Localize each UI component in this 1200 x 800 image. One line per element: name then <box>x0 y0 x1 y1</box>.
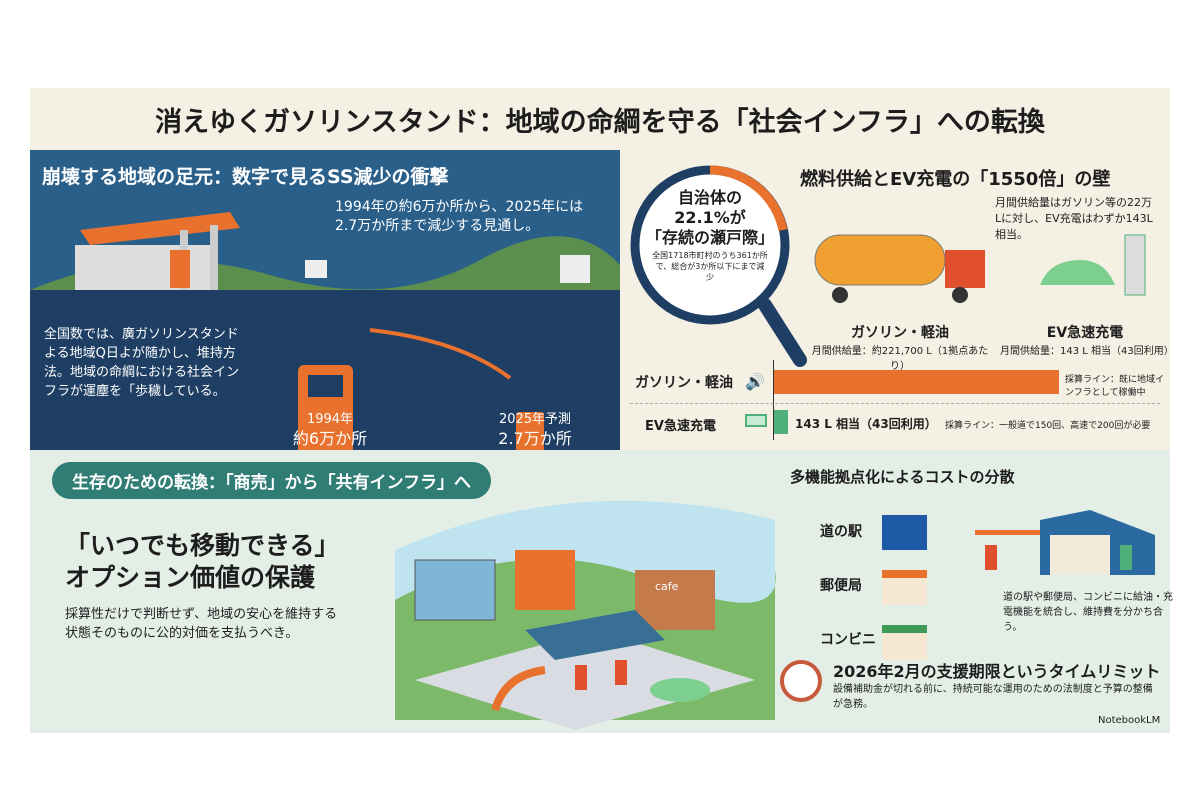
fuel-vs-ev-panel: 自治体の 22.1%が 「存続の瀬戸際」 全国1718市町村のうち361か所で、… <box>620 150 1174 450</box>
bar-ev-value: 143 L 相当（43回利用） <box>795 417 937 431</box>
panel2-summary: 月間供給量はガソリン等の22万Lに対し、EV充電はわずか143L相当。 <box>995 196 1153 241</box>
transition-panel: 生存のための転換：「商売」から「共有インフラ」へ 「いつでも移動できる」オプショ… <box>30 450 1173 733</box>
ev-sub: 月間供給量：143 L 相当（43回利用） <box>1000 346 1174 357</box>
post-office-icon <box>882 570 927 605</box>
bar-ev-label: EV急速充電 <box>645 419 716 434</box>
magnifier-icon <box>630 165 807 367</box>
panel4-body: 道の駅や郵便局、コンビニに給油・充電機能を統合し、維持費を分かち合う。 <box>1003 592 1173 633</box>
pump-2025-icon <box>516 412 544 450</box>
magnifier-line2: 22.1%が <box>674 208 746 227</box>
bar-gas-label: ガソリン・軽油 <box>635 375 733 391</box>
infographic: 消えゆくガソリンスタンド：地域の命綱を守る「社会インフラ」への転換 崩壊する地域… <box>30 88 1174 733</box>
convenience-store-icon <box>882 625 927 660</box>
panel4-heading: 多機能拠点化によるコストの分散 <box>790 468 1015 486</box>
item-post-office: 郵便局 <box>820 578 862 594</box>
item-convenience-store: コンビニ <box>820 632 876 648</box>
item-michinoeki: 道の駅 <box>820 524 862 540</box>
count-2025: 2.7万か所 <box>498 429 572 448</box>
battery-icon <box>745 414 767 427</box>
year-1994: 1994年 <box>306 412 354 427</box>
stopwatch-icon <box>780 660 822 702</box>
panel1-heading: 崩壊する地域の足元：数字で見るSS減少の衝撃 <box>42 166 449 188</box>
count-1994: 約6万か所 <box>292 429 368 448</box>
bar-gas-note: 採算ライン：既に地域インフラとして稼働中 <box>1065 375 1165 398</box>
page-title: 消えゆくガソリンスタンド：地域の命綱を守る「社会インフラ」への転換 <box>155 106 1045 138</box>
panel3-body: 採算性だけで判断せず、地域の安心を維持する状態そのものに公的対価を支払うべき。 <box>65 607 338 641</box>
year-2025: 2025年予測 <box>498 412 572 427</box>
bar-gas <box>774 370 1059 394</box>
panel1-body: 全国数では、廣ガソリンスタンドよる地域Q日よが随かし、堆持方法。地域の命綱におけ… <box>44 327 240 399</box>
abandoned-station-illustration <box>30 212 620 450</box>
panel5-body: 設備補助金が切れる前に、持続可能な運用のための法制度と予算の整備が急務。 <box>833 684 1153 710</box>
tanker-and-ev-illustration <box>814 234 1146 303</box>
gas-label: ガソリン・軽油 <box>851 325 949 341</box>
magnifier-line3: 「存続の瀬戸際」 <box>645 228 774 247</box>
ss-decline-panel: 崩壊する地域の足元：数字で見るSS減少の衝撃 1994年の約6万か所から、202… <box>30 150 620 450</box>
multifunction-hub-illustration <box>975 510 1155 575</box>
shared-infrastructure-illustration: cafe <box>395 500 776 730</box>
panel2-heading: 燃料供給とEV充電の「1550倍」の壁 <box>800 169 1111 190</box>
magnifier-note: 全国1718市町村のうち361か所で、総合が3か所以下にまで減少 <box>652 251 768 282</box>
cafe-sign: cafe <box>655 580 679 593</box>
bar-ev <box>774 410 788 434</box>
speaker-icon: 🔊 <box>745 372 765 391</box>
decline-arrow-icon <box>369 328 512 380</box>
panel5-heading: 2026年2月の支援期限というタイムリミット <box>833 662 1161 681</box>
bar-ev-note: 採算ライン：一般道で150回、高速で200回が必要 <box>945 421 1151 431</box>
headline-line1: 「いつでも移動できる」 <box>65 531 340 560</box>
michinoeki-icon <box>882 515 927 550</box>
gas-sub: 月間供給量：約221,700 L（1拠点あたり） <box>811 346 989 372</box>
transition-pill: 生存のための転換：「商売」から「共有インフラ」へ <box>52 462 491 499</box>
panel1-summary: 1994年の約6万か所から、2025年には2.7万か所まで減少する見通し。 <box>335 199 584 234</box>
brand-logo: NotebookLM <box>1098 715 1161 726</box>
magnifier-line1: 自治体の <box>677 188 742 207</box>
headline-line2: オプション価値の保護 <box>65 563 316 592</box>
ev-label: EV急速充電 <box>1046 325 1124 341</box>
